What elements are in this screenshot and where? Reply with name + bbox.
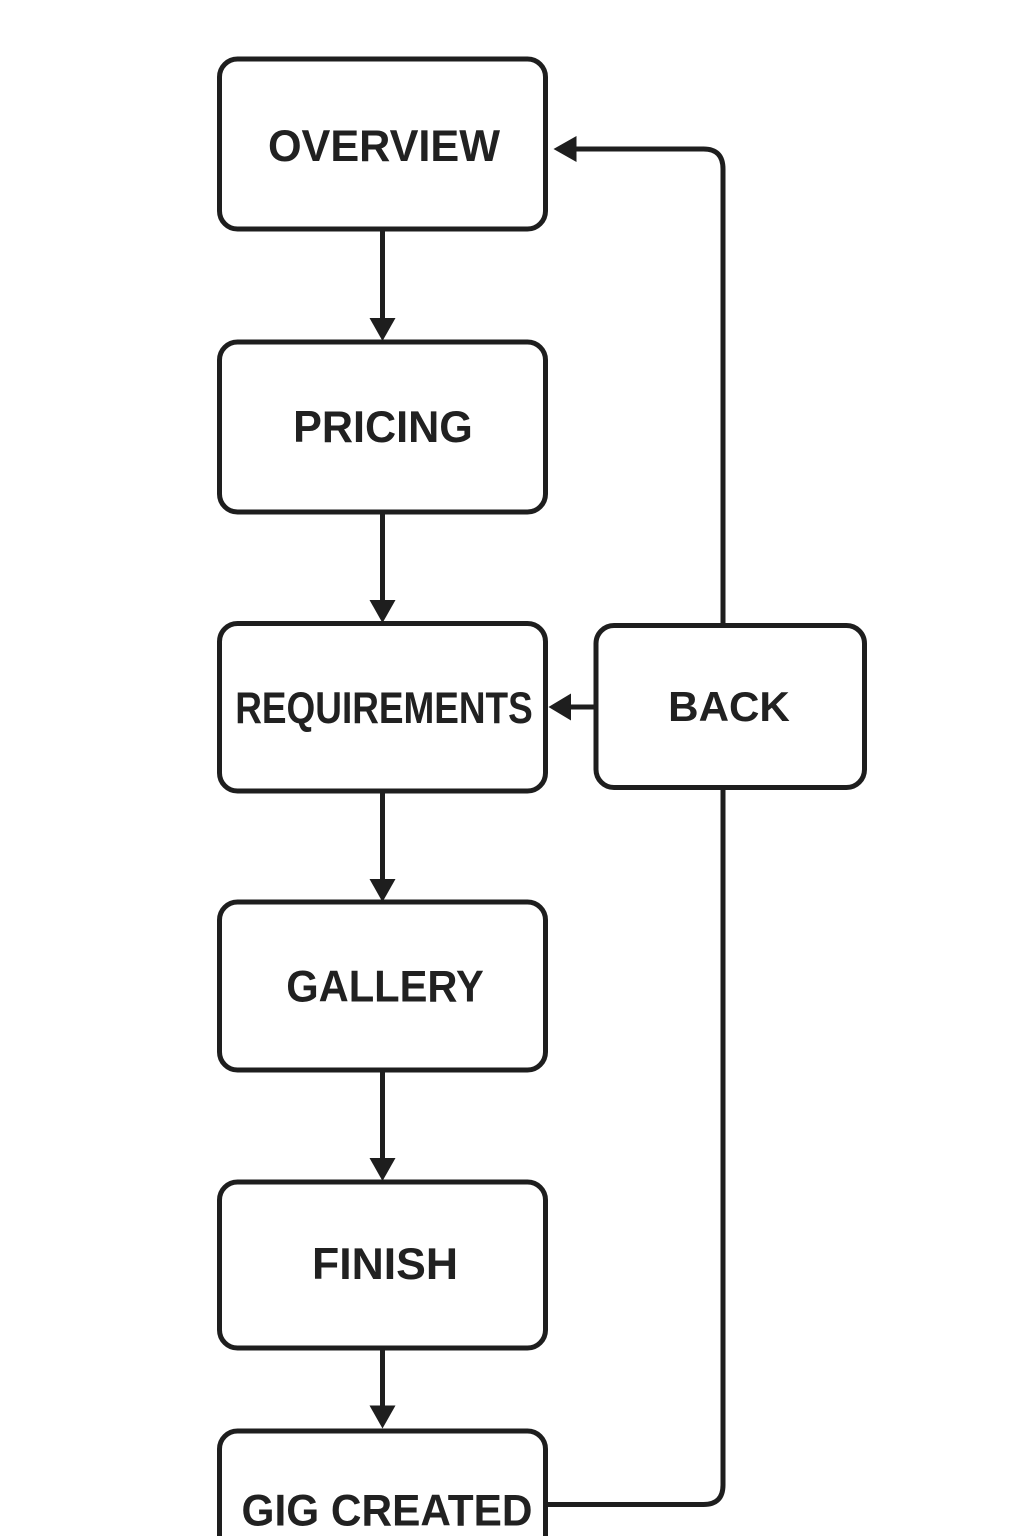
svg-text:GIG CREATED: GIG CREATED: [242, 1487, 533, 1536]
svg-text:OVERVIEW: OVERVIEW: [268, 122, 500, 171]
svg-text:REQUIREMENTS: REQUIREMENTS: [235, 684, 533, 733]
svg-text:FINISH: FINISH: [312, 1240, 458, 1289]
svg-text:PRICING: PRICING: [293, 403, 473, 452]
svg-text:GALLERY: GALLERY: [286, 962, 484, 1011]
svg-text:BACK: BACK: [668, 683, 790, 730]
